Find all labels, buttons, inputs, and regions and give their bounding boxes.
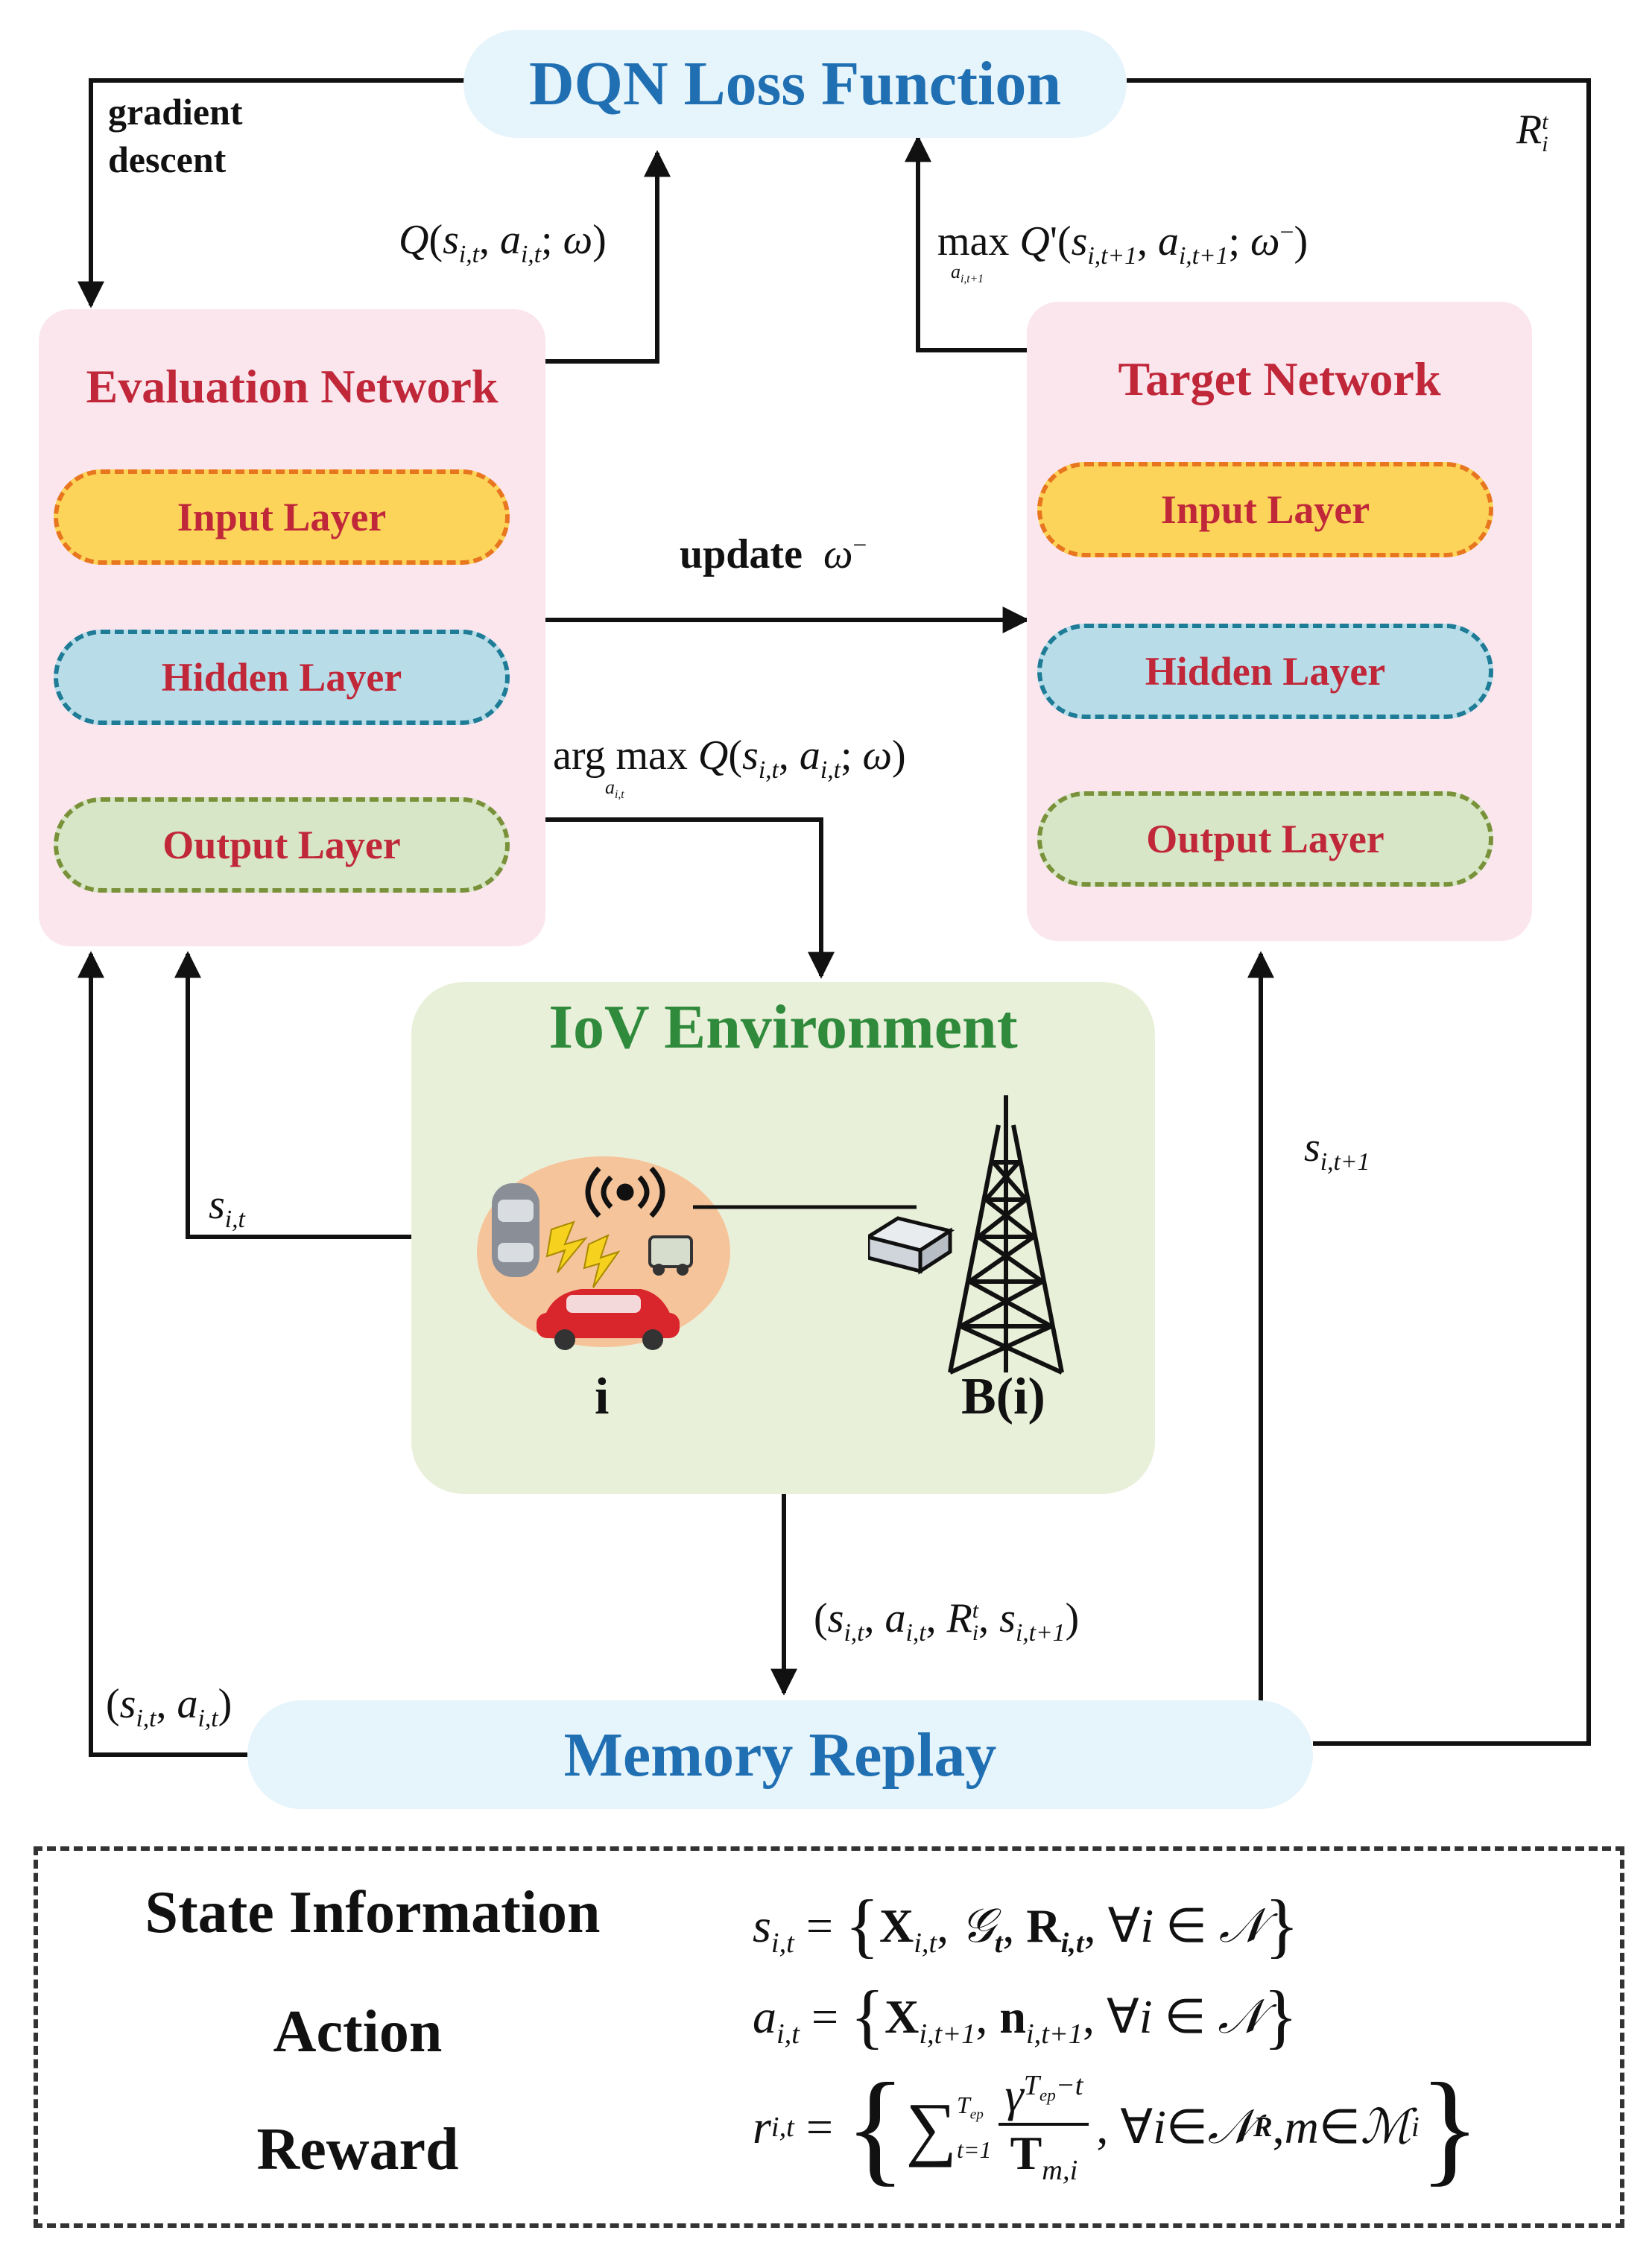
update-label: update ω−: [680, 531, 867, 577]
q-target-arrow: [905, 135, 1027, 352]
target-hidden-layer: Hidden Layer: [1037, 624, 1493, 719]
state-arrow: [174, 951, 411, 1239]
silver-car-icon: [492, 1183, 539, 1277]
iov-environment-title: IoV Environment: [548, 992, 1018, 1062]
legend-key-reward: Reward: [256, 2117, 459, 2182]
definitions-legend: [34, 1846, 1624, 2228]
vehicle-label: i: [595, 1368, 610, 1425]
gradient-descent-text: gradient descent: [108, 91, 243, 180]
reward-arrow: [1127, 78, 1591, 1746]
gradient-descent-label: gradient descent: [108, 88, 302, 183]
legend-key-action: Action: [273, 1999, 443, 2065]
eval-output-layer: Output Layer: [54, 797, 510, 893]
wireless-link-line: [693, 1205, 917, 1209]
red-car-icon: [537, 1289, 680, 1350]
dqn-loss-title: DQN Loss Function: [528, 49, 1062, 118]
lightning-icon: [545, 1220, 588, 1273]
tower-icon: [948, 1095, 1064, 1375]
bs-router-icon: [868, 1216, 955, 1275]
eval-input-layer: Input Layer: [54, 469, 510, 565]
legend-value-action: ai,t = {Xi,t+1, ni,t+1, ∀i ∈ 𝒩}: [753, 1976, 1298, 2056]
base-station-label: B(i): [961, 1368, 1045, 1425]
target-input-layer: Input Layer: [1037, 462, 1493, 557]
target-network-title: Target Network: [1118, 352, 1441, 405]
eval-hidden-layer: Hidden Layer: [54, 630, 510, 725]
state-label: si,t: [209, 1182, 245, 1234]
argmax-arrow: [545, 817, 835, 979]
evaluation-network-title: Evaluation Network: [86, 360, 499, 413]
next-state-label: si,t+1: [1304, 1124, 1370, 1177]
sample-label: (si,t, ai,t): [106, 1681, 232, 1733]
target-output-layer: Output Layer: [1037, 791, 1493, 887]
gradient-descent-arrow: [77, 78, 471, 308]
q-eval-label: Q(si,t, ai,t; ω): [399, 217, 607, 269]
base-station-illustration: [868, 1095, 1064, 1375]
vehicle-cluster-illustration: [477, 1156, 730, 1350]
small-router-icon: [648, 1235, 693, 1276]
q-eval-arrow: [545, 150, 671, 364]
sample-arrow: [77, 951, 247, 1757]
antenna-icon: [585, 1166, 665, 1218]
memory-replay-title: Memory Replay: [563, 1720, 997, 1790]
dqn-loss-box: DQN Loss Function: [463, 30, 1127, 138]
legend-key-state: State Information: [145, 1880, 601, 1945]
legend-value-state: si,t = {Xi,t, 𝒢t, Ri,t, ∀i ∈ 𝒩}: [753, 1885, 1300, 1965]
memory-replay-box: Memory Replay: [247, 1700, 1313, 1809]
